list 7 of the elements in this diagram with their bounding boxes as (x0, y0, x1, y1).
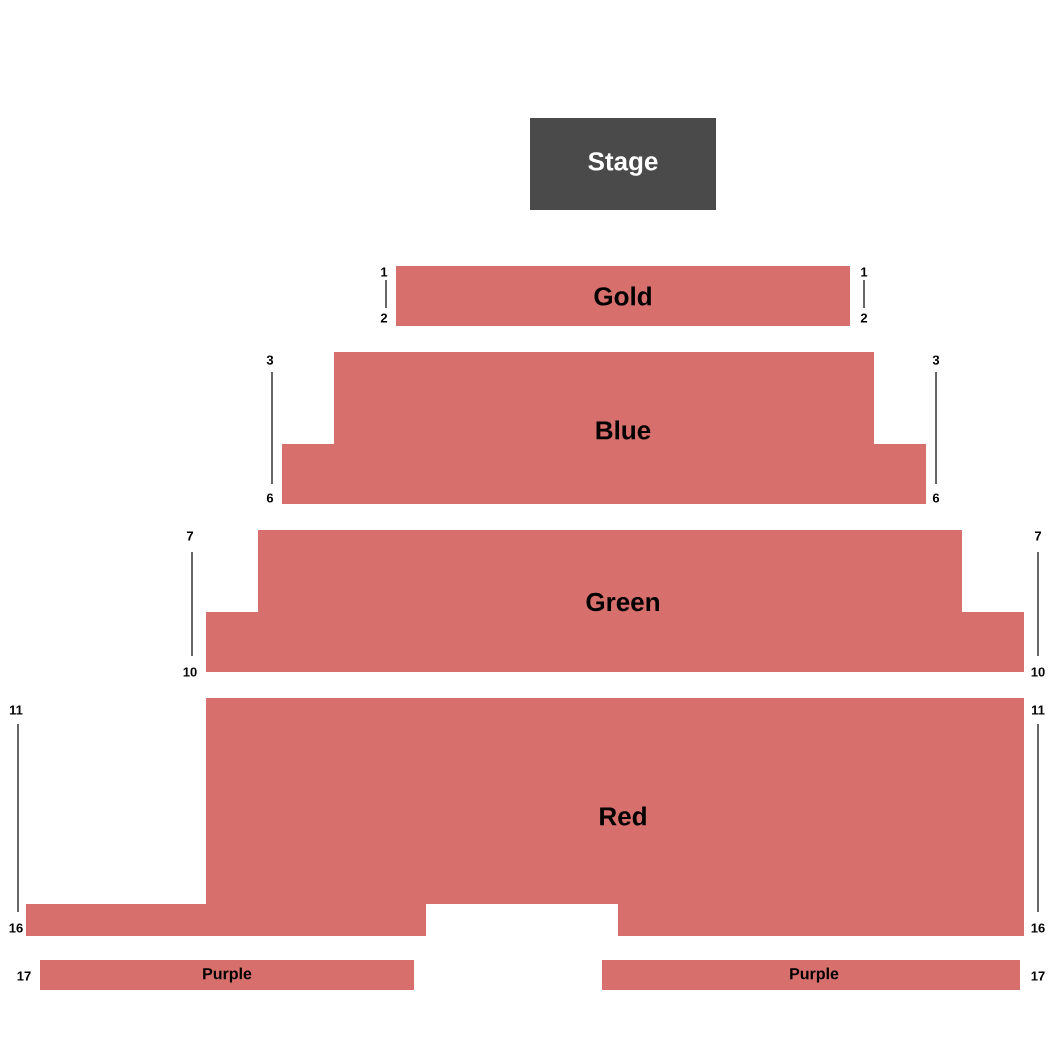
seating-section: Purple (40, 960, 414, 990)
seating-section: Gold (396, 266, 850, 326)
seating-section: Blue (282, 352, 926, 504)
seating-section: Purple (602, 960, 1020, 990)
seating-section: Green (206, 530, 1024, 672)
seating-section: Red (26, 698, 1024, 936)
stage-box: Stage (530, 118, 716, 210)
